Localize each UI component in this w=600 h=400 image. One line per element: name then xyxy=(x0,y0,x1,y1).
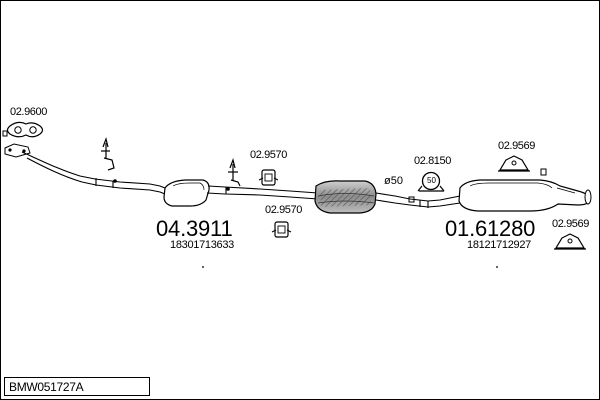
rear-silencer-oem-number: 18121712927 xyxy=(467,239,531,251)
part-number-hanger-rear-lower: 02.9569 xyxy=(552,218,589,230)
flange-gasket-icon xyxy=(6,121,44,138)
flange-marker-icon xyxy=(2,130,8,137)
front-flange-icon xyxy=(4,143,31,158)
rubber-hanger-icon xyxy=(271,221,292,238)
rear-bracket-marker xyxy=(540,168,547,176)
front-pipe-part-number: 04.3911 xyxy=(156,216,233,241)
clamp-icon xyxy=(417,171,445,192)
clamp-size-label: 50 xyxy=(427,176,436,185)
rear-connecting-pipe xyxy=(375,192,461,208)
part-number-hanger-mid-upper: 02.9570 xyxy=(250,149,287,161)
reference-code: BMW051727A xyxy=(9,380,84,394)
marker-dot xyxy=(496,266,498,268)
marker-dot xyxy=(202,266,204,268)
center-silencer xyxy=(314,180,377,214)
reference-box: BMW051727A xyxy=(4,377,150,396)
rear-silencer-part-number: 01.61280 xyxy=(445,216,536,241)
pipe-diameter-label: ø50 xyxy=(384,175,403,187)
front-pipe-oem-number: 18301713633 xyxy=(170,239,234,251)
middle-pipe xyxy=(206,185,319,200)
part-number-hanger-rear-upper: 02.9569 xyxy=(498,140,535,152)
bracket-icon xyxy=(228,157,241,187)
part-number-clamp: 02.8150 xyxy=(414,155,451,167)
part-number-gasket: 02.9600 xyxy=(10,106,47,118)
part-number-hanger-mid-lower: 02.9570 xyxy=(265,204,302,216)
bracket-icon xyxy=(101,136,115,171)
pipe-joint-marker xyxy=(408,196,415,203)
front-pipe xyxy=(21,151,171,197)
rubber-hanger-icon xyxy=(554,233,586,250)
rear-silencer xyxy=(458,179,592,212)
rubber-hanger-icon xyxy=(498,155,530,172)
front-silencer xyxy=(163,179,210,207)
rubber-hanger-icon xyxy=(258,169,279,186)
